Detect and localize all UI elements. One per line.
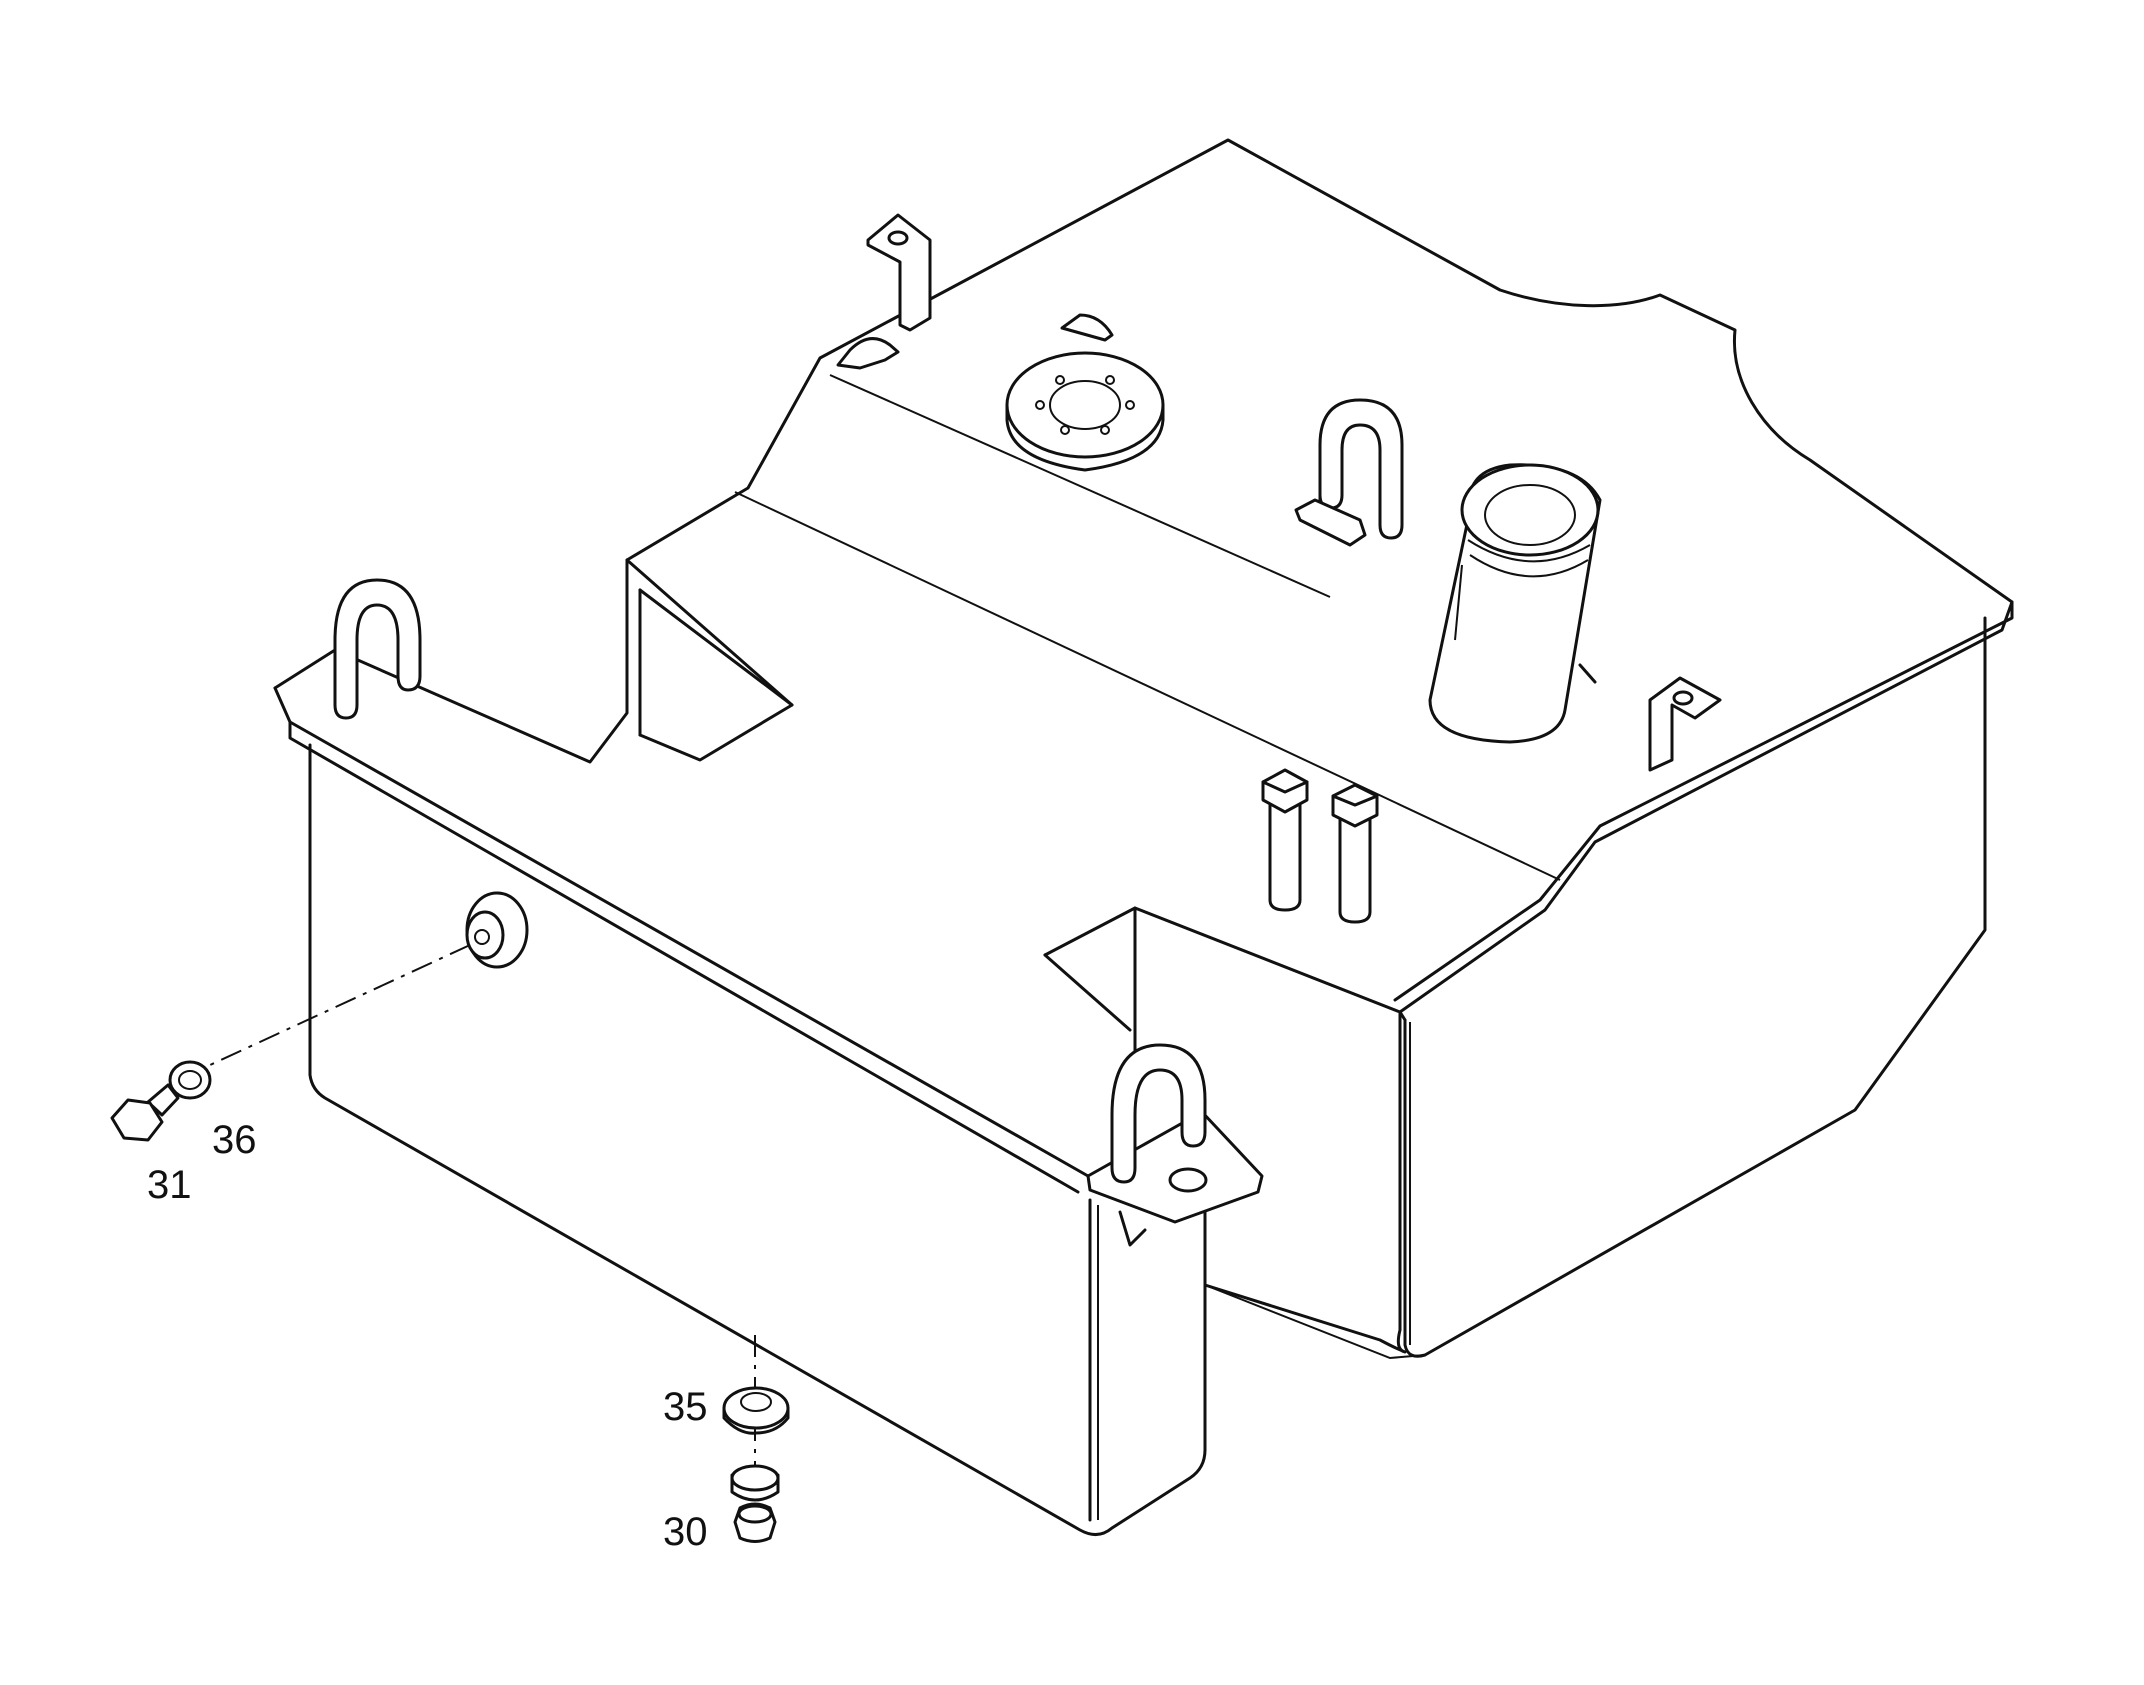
lifting-eye-center [1294,398,1404,547]
side-boss [465,891,529,969]
left-notch [625,558,794,762]
drain-plug-side [110,1083,180,1142]
lifting-eye-right [1110,1043,1207,1184]
callout-35[interactable]: 35 [663,1385,708,1429]
tank-left-box [308,743,1207,1536]
studs [1261,768,1379,924]
callout-31[interactable]: 31 [147,1163,192,1207]
bracket-rear-left [836,213,932,370]
tank-right-box [1203,616,1987,1360]
centerline-side [209,944,471,1066]
right-notch [1043,906,1402,1062]
bracket-front-right [1648,676,1722,772]
drain-plug-bottom [730,1464,780,1543]
tank-top-surface [273,138,2014,1194]
callout-30[interactable]: 30 [663,1510,708,1554]
callout-36[interactable]: 36 [212,1118,257,1162]
bracket-rear-center [1060,313,1114,342]
seal-ring-bottom [722,1386,790,1435]
filler-neck [1428,463,1602,744]
sender-flange [1005,351,1165,472]
lifting-eye-left [333,578,422,720]
seal-ring-side [168,1060,212,1100]
